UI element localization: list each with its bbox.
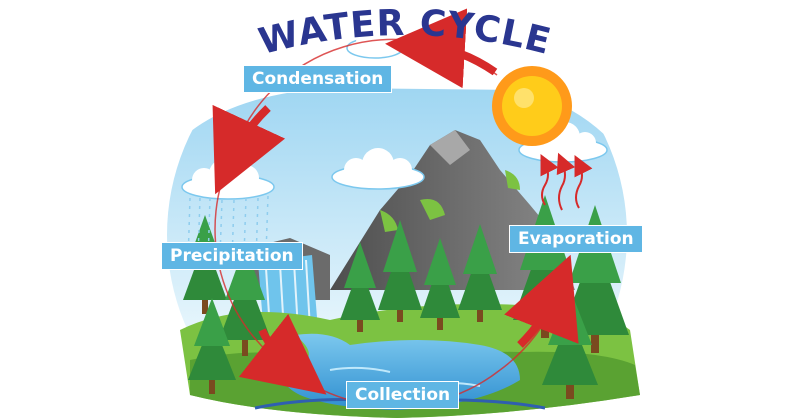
stage-label-collection: Collection: [347, 382, 459, 408]
svg-text:WATER CYCLE: WATER CYCLE: [255, 4, 555, 60]
steam-arrow-icon: [540, 152, 593, 211]
tree-icon: [340, 242, 380, 332]
tree-icon: [458, 224, 502, 322]
cloud-icon: [331, 148, 425, 190]
stage-label-evaporation: Evaporation: [510, 226, 642, 252]
sun-icon: [492, 66, 572, 146]
stage-label-precipitation: Precipitation: [162, 243, 302, 269]
diagram-title: WATER CYCLE: [255, 4, 555, 60]
tree-icon: [420, 238, 460, 330]
stage-label-condensation: Condensation: [244, 66, 392, 92]
title-text: WATER CYCLE: [255, 4, 554, 60]
tree-icon: [378, 220, 422, 322]
tree-icon: [188, 298, 236, 394]
